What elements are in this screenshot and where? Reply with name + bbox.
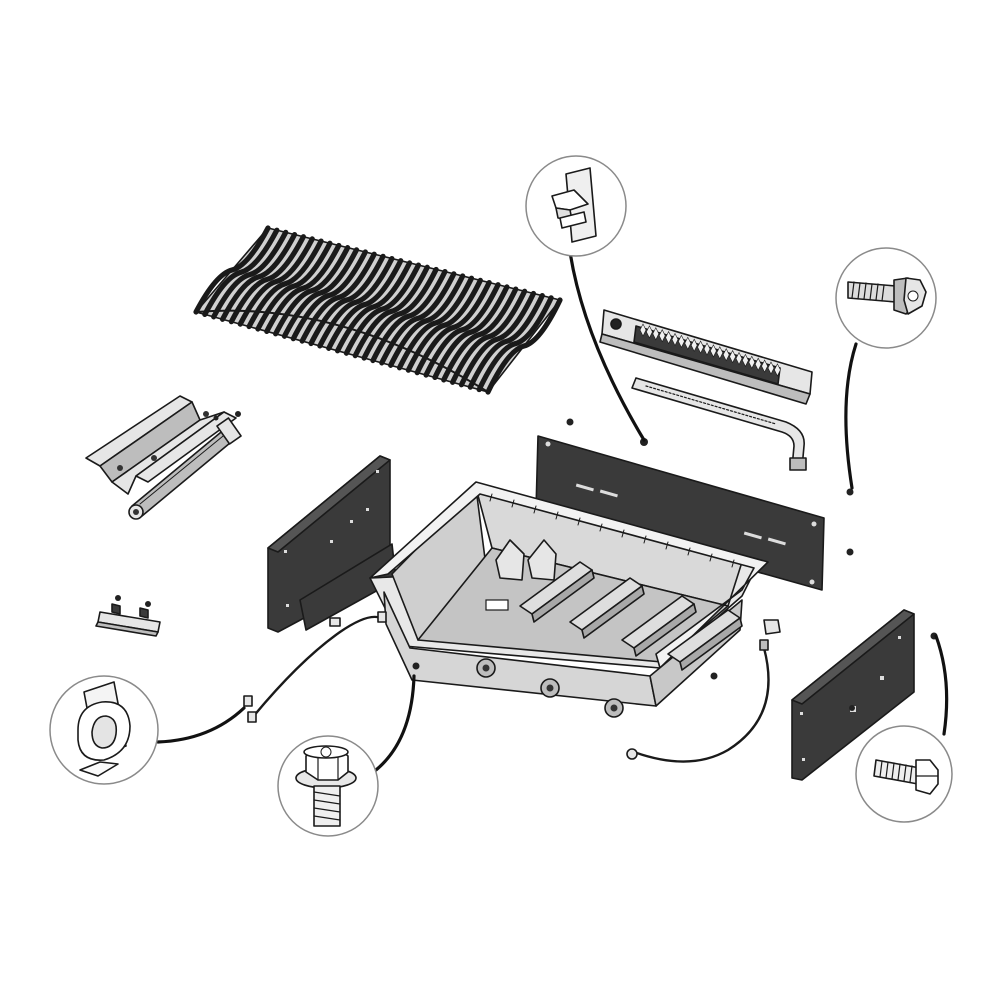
grid-bar-highlight [336, 261, 411, 352]
left-side-panel [267, 455, 397, 633]
grid-bar-highlight [327, 259, 402, 350]
grid-bar-highlight [221, 233, 296, 321]
grid-bar-highlight [433, 285, 509, 379]
clip-callout [525, 155, 627, 257]
valve-fittings [476, 658, 624, 718]
grid-bar-highlight [407, 279, 482, 372]
heat-deflector [85, 395, 237, 495]
rear-burner-shield [599, 309, 813, 405]
hex-bolt-icon [873, 759, 939, 795]
shield-tooth [748, 355, 756, 369]
shield-tooth [774, 363, 781, 377]
self-tapping-screw-icon [847, 277, 927, 315]
rim-mark [687, 547, 691, 556]
shield-tooth [767, 361, 775, 375]
shield-tooth [735, 351, 743, 366]
rim-mark [599, 523, 603, 532]
shield-tooth [761, 359, 768, 373]
burner-tubes [519, 561, 743, 671]
leader-lines [156, 250, 949, 772]
shield-tooth [639, 323, 647, 337]
grid-bar-highlight [460, 292, 535, 386]
grid-bar-highlight [309, 255, 385, 345]
grid-bar-highlight [247, 239, 323, 328]
grid-bar-highlight [451, 290, 526, 384]
grid-bar-highlight [424, 283, 500, 377]
rim-mark [665, 541, 669, 550]
grid-bar-highlight [194, 226, 270, 314]
cooking-grid [193, 225, 563, 395]
grid-bar-highlight [442, 287, 517, 381]
shield-tooth [729, 349, 736, 364]
rim-mark [709, 553, 713, 562]
flange-bolt-icon [295, 745, 357, 827]
loose-fasteners [412, 418, 938, 711]
wire-clip-icon [77, 681, 131, 777]
grid-bar-highlight [301, 253, 376, 343]
burner-tube [569, 577, 645, 639]
flange-bolt-callout [277, 735, 379, 837]
shield-tooth [722, 348, 730, 362]
shield-tooth [665, 330, 672, 345]
grid-bar-highlight [398, 277, 473, 369]
shield-tooth [703, 342, 711, 356]
burner-tube [667, 609, 743, 671]
grid-bar-highlight [265, 244, 340, 333]
grid-bar-highlight [256, 242, 332, 331]
right-side-panel [791, 609, 915, 781]
small-bracket [95, 595, 161, 637]
grid-bar-highlight [354, 266, 429, 357]
shield-tooth [684, 336, 692, 350]
grid-bar-highlight [389, 274, 464, 367]
firebox [369, 481, 769, 707]
shield-tooth [658, 329, 666, 343]
grid-bar-highlight [239, 237, 314, 326]
shield-tooth [754, 357, 762, 371]
grid-bar-highlight [212, 231, 287, 318]
burner-tube [621, 595, 697, 657]
igniter-wire-right [626, 619, 781, 763]
grid-bar-highlight [292, 250, 367, 340]
rim-mark [621, 529, 625, 538]
shield-tooth [678, 334, 685, 349]
igniter-wire-left [243, 611, 387, 723]
rim-mark [511, 499, 515, 508]
rim-mark [577, 517, 581, 526]
grid-bar-highlight [318, 257, 393, 348]
grid-bar-highlight [416, 281, 491, 374]
rim-mark [489, 493, 493, 502]
burner-tube [519, 561, 595, 623]
grid-bar-highlight [230, 235, 305, 323]
grid-bar-highlight [469, 294, 544, 389]
side-burner-tube [128, 411, 242, 520]
rim-mark [533, 505, 537, 514]
shield-tooth [671, 332, 679, 347]
grid-bar-highlight [345, 263, 420, 355]
hex-screw-callout [835, 247, 937, 349]
wire-clip-callout [49, 675, 159, 785]
hex-bolt-callout [855, 725, 953, 823]
grid-bar-highlight [478, 296, 553, 391]
shield-tooth [646, 325, 653, 339]
clip-icon [551, 167, 597, 243]
shield-tooth [652, 327, 660, 341]
rear-panel [535, 435, 825, 591]
rear-burner-tube [631, 377, 807, 471]
shield-tooth [710, 344, 717, 358]
rim-mark [731, 559, 735, 568]
grid-bar-highlight [203, 229, 278, 316]
shield-tooth [697, 340, 704, 354]
shield-tooth [716, 346, 724, 360]
rim-mark [643, 535, 647, 544]
shield-tooth [690, 338, 698, 352]
rim-mark [555, 511, 559, 520]
grid-bar-highlight [486, 298, 562, 394]
shield-tooth [742, 353, 749, 368]
